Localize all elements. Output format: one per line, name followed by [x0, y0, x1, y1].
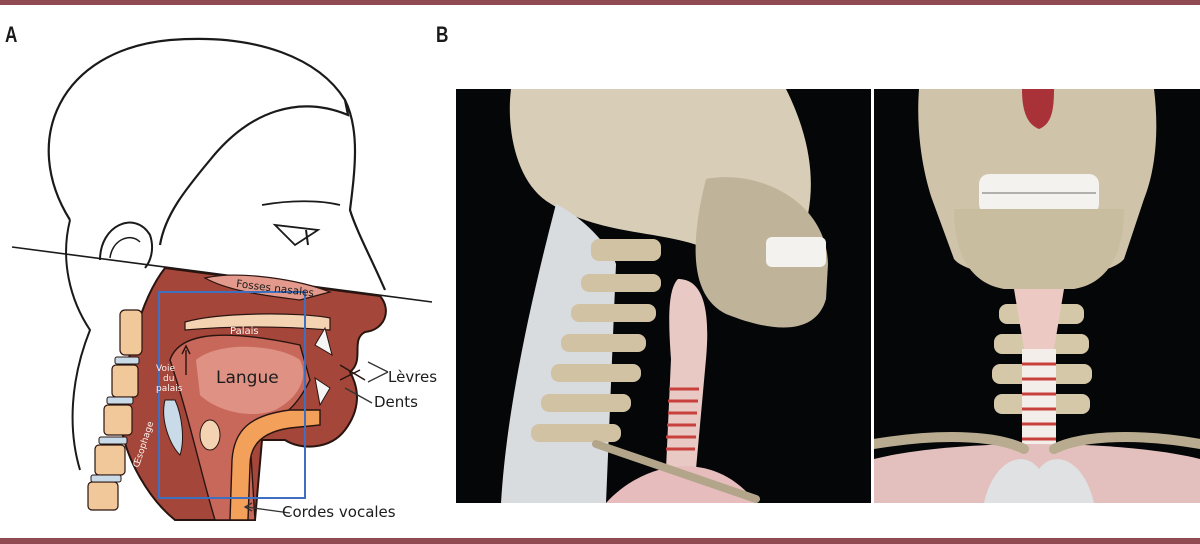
- panel-b-letter: B: [436, 22, 449, 47]
- label-levres: Lèvres: [388, 368, 438, 386]
- trachea-tube: [229, 409, 321, 521]
- label-voie-1: Voie: [156, 364, 176, 374]
- frontal-skeleton-image: [874, 89, 1200, 503]
- head-sagittal-diagram: [11, 37, 433, 521]
- arrow-cordes: [245, 506, 291, 514]
- spine: [87, 309, 143, 511]
- label-voie-2: du: [163, 374, 175, 384]
- arrow-levres: [367, 361, 389, 383]
- label-cordes-vocales: Cordes vocales: [282, 503, 396, 521]
- teeth-icon: [314, 326, 333, 407]
- tongue: [196, 346, 304, 415]
- label-palais: Palais: [230, 326, 259, 337]
- eye-icon: [272, 223, 321, 247]
- top-border: [0, 0, 1200, 5]
- arrow-dents: [344, 387, 373, 404]
- bottom-border: [0, 538, 1200, 544]
- label-langue: Langue: [216, 368, 279, 388]
- label-voie-3: palais: [156, 384, 183, 394]
- ear-icon: [99, 221, 154, 269]
- highlight-box: [158, 291, 306, 499]
- label-dents: Dents: [374, 393, 418, 411]
- head-outline: [47, 37, 387, 291]
- panel-a-letter: A: [5, 22, 18, 47]
- lateral-skeleton-image: [456, 89, 871, 503]
